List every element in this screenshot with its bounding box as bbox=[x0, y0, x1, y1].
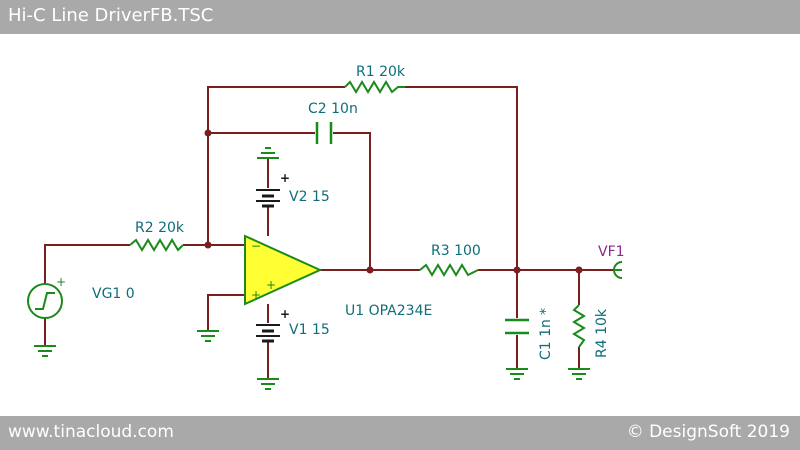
junction-inv bbox=[204, 241, 212, 249]
ground-icon bbox=[197, 330, 219, 342]
v2-plus-mark: + bbox=[280, 171, 290, 185]
battery-v1[interactable] bbox=[256, 324, 280, 343]
wire-vg1-r2 bbox=[44, 244, 130, 284]
ground-icon bbox=[257, 378, 279, 390]
grounds bbox=[34, 147, 590, 390]
label-v1: V1 15 bbox=[289, 322, 330, 338]
battery-v2[interactable] bbox=[256, 189, 280, 208]
opamp-plus-pin: + bbox=[266, 278, 276, 292]
junctions bbox=[204, 129, 583, 274]
signal-generator-vg1[interactable] bbox=[27, 283, 63, 319]
resistor-r4[interactable] bbox=[572, 304, 586, 348]
label-r2: R2 20k bbox=[135, 220, 185, 236]
ground-icon bbox=[34, 345, 56, 357]
junction-r4 bbox=[575, 266, 583, 274]
title-bar: Hi-C Line DriverFB.TSC bbox=[0, 0, 800, 34]
wire-noninv-gnd bbox=[207, 294, 245, 330]
schematic-canvas: − + + + + + R1 20k C2 10n R2 20k V2 15 V… bbox=[27, 64, 625, 390]
footer-bar: www.tinacloud.com © DesignSoft 2019 bbox=[0, 416, 800, 450]
label-c2: C2 10n bbox=[308, 101, 358, 117]
window-title: Hi-C Line DriverFB.TSC bbox=[8, 5, 214, 26]
label-r3: R3 100 bbox=[431, 243, 481, 259]
capacitor-c2[interactable] bbox=[315, 122, 333, 144]
v1-plus-mark: + bbox=[280, 307, 290, 321]
capacitor-c1[interactable] bbox=[505, 318, 529, 335]
footer-website-link[interactable]: www.tinacloud.com bbox=[8, 422, 174, 442]
label-r4: R4 10k bbox=[594, 308, 610, 358]
label-vg1: VG1 0 bbox=[92, 286, 135, 302]
junction-out bbox=[513, 266, 521, 274]
wires bbox=[44, 86, 615, 378]
junction-c2-left bbox=[204, 129, 212, 137]
label-c1-mark: * bbox=[538, 308, 554, 315]
ground-icon bbox=[506, 368, 528, 380]
resistor-r1[interactable] bbox=[344, 80, 405, 94]
label-vf1: VF1 bbox=[598, 244, 625, 260]
opamp-u1[interactable] bbox=[244, 234, 323, 306]
ground-icon bbox=[568, 368, 590, 380]
ground-icon bbox=[257, 147, 279, 159]
resistor-r3[interactable] bbox=[419, 263, 479, 277]
resistor-r2[interactable] bbox=[129, 238, 184, 252]
label-v2: V2 15 bbox=[289, 189, 330, 205]
vg1-plus-mark: + bbox=[56, 275, 66, 289]
probe-vf1-icon[interactable] bbox=[613, 261, 623, 279]
opamp-minus-pin: − bbox=[251, 239, 261, 253]
footer-copyright: © DesignSoft 2019 bbox=[626, 422, 790, 442]
label-r1: R1 20k bbox=[356, 64, 406, 80]
wire-c2-right bbox=[333, 132, 371, 270]
wire-feedback-left bbox=[207, 86, 345, 245]
wire-r1-right bbox=[405, 86, 518, 270]
junction-c2-right bbox=[366, 266, 374, 274]
label-u1: U1 OPA234E bbox=[345, 303, 432, 319]
label-c1: C1 1n bbox=[538, 319, 554, 360]
opamp-plus-pin: + bbox=[251, 288, 261, 302]
